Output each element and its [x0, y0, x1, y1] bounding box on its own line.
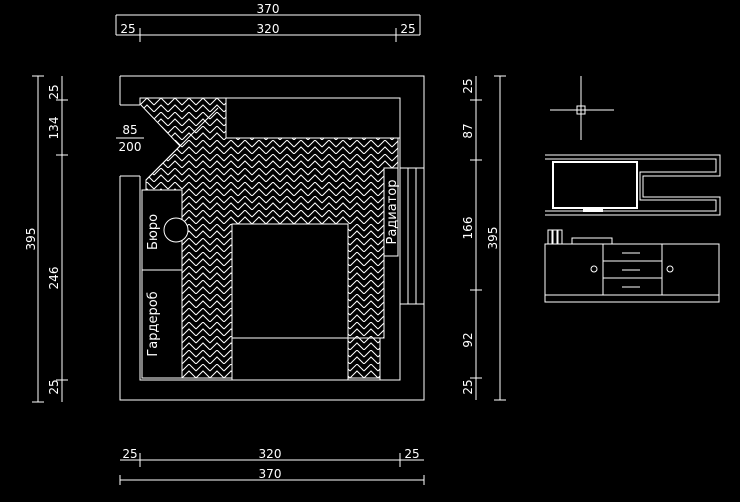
bottom-middle-dim: 320 — [259, 447, 282, 461]
door-size: 85 200 — [116, 123, 144, 154]
door-line — [145, 107, 219, 181]
left-second-dim: 134 — [47, 117, 61, 140]
right-third-dim: 166 — [461, 217, 475, 240]
right-fourth-dim: 92 — [461, 332, 475, 347]
bottom-total-dim: 370 — [259, 467, 282, 481]
window — [399, 167, 425, 305]
door-width-label: 85 — [122, 123, 137, 137]
wardrobe: Гардероб — [141, 269, 183, 379]
desk: Бюро — [141, 189, 189, 271]
chair-icon — [163, 217, 189, 243]
right-dimensions: 25 87 166 92 25 395 — [461, 75, 506, 401]
left-total-dim: 395 — [24, 228, 38, 251]
top-middle-dim: 320 — [257, 22, 280, 36]
left-third-dim: 246 — [47, 267, 61, 290]
desk-label: Бюро — [146, 214, 161, 250]
upper-cabinet — [225, 97, 401, 139]
right-total-dim: 395 — [486, 227, 500, 250]
right-top-dim: 25 — [461, 78, 475, 93]
bed — [231, 223, 381, 381]
right-second-dim: 87 — [461, 123, 475, 138]
top-right-dim: 25 — [400, 22, 415, 36]
bottom-dimensions: 25 320 25 370 — [119, 447, 425, 485]
bottom-right-dim: 25 — [404, 447, 419, 461]
top-dimensions: 370 25 320 25 — [115, 2, 421, 42]
bottom-left-dim: 25 — [122, 447, 137, 461]
tv-screen — [552, 161, 638, 209]
tv-unit-elevation — [544, 76, 721, 303]
wardrobe-label: Гардероб — [146, 291, 161, 356]
top-left-dim: 25 — [120, 22, 135, 36]
right-bottom-dim: 25 — [461, 379, 475, 394]
top-total-dim: 370 — [257, 2, 280, 16]
left-dimensions: 395 25 134 246 25 — [24, 75, 68, 403]
left-top-dim: 25 — [47, 84, 61, 99]
radiator: Радиатор — [383, 167, 400, 257]
radiator-label: Радиатор — [385, 180, 400, 245]
door-height-label: 200 — [119, 140, 142, 154]
left-bottom-dim: 25 — [47, 379, 61, 394]
